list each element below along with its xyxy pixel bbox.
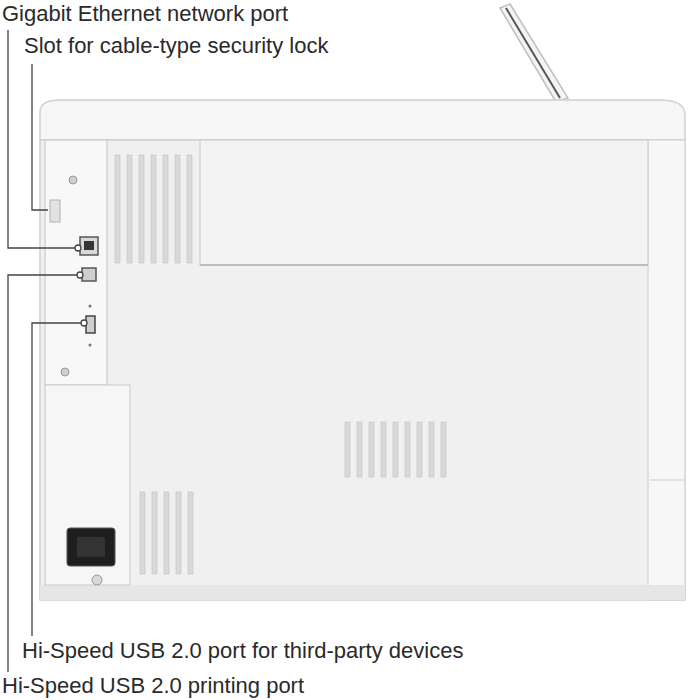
rear-door [200, 140, 648, 265]
printer-body [40, 140, 685, 600]
power-socket [67, 528, 115, 566]
side-panel [648, 140, 685, 600]
vent-slits [115, 155, 446, 574]
callout-label: Hi-Speed USB 2.0 port for third-party de… [20, 639, 465, 663]
callout-label: Gigabit Ethernet network port [0, 2, 290, 26]
ethernet-port [80, 237, 98, 255]
usb-b-port [82, 268, 96, 281]
lock-slot [50, 200, 60, 222]
top-cover [40, 100, 685, 140]
leader-lines [8, 30, 87, 672]
usb-a-port [86, 316, 95, 333]
paper-stop [500, 4, 568, 102]
port-panel [45, 140, 107, 385]
callout-label: Hi-Speed USB 2.0 printing port [0, 674, 306, 698]
power-panel [45, 385, 130, 585]
callout-label: Slot for cable-type security lock [22, 34, 330, 58]
